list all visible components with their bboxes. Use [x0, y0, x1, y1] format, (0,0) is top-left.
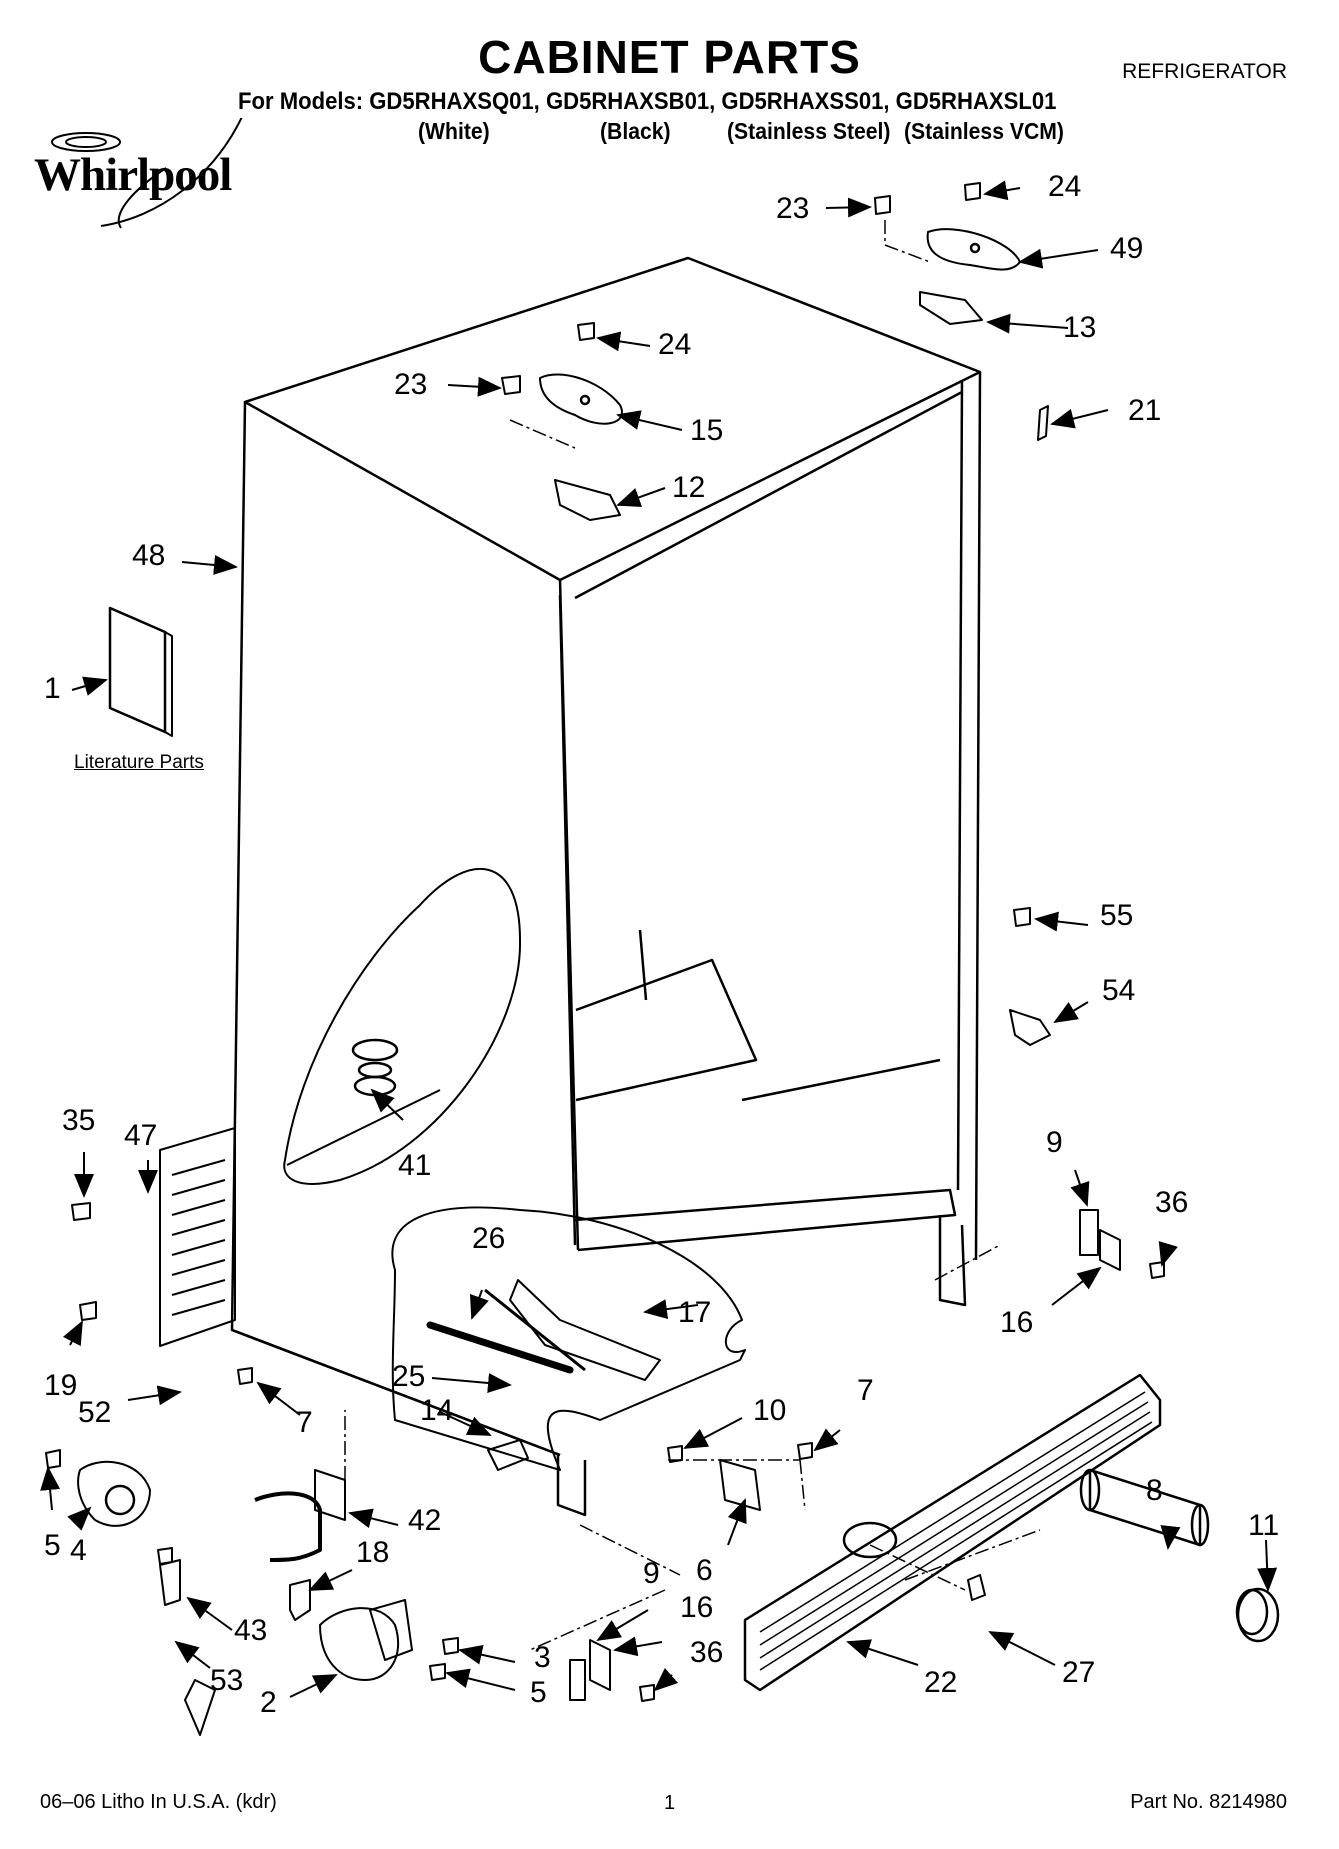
- callout-7: 7: [296, 1406, 313, 1439]
- callout-labels: 48 1 23 24 15 12 23 24 49 13 21 55 54 41…: [44, 170, 1279, 1719]
- callout-23: 23: [776, 192, 809, 225]
- callout-2: 2: [260, 1686, 277, 1719]
- callout-18: 18: [356, 1536, 389, 1569]
- callout-9: 9: [643, 1557, 660, 1590]
- callout-55: 55: [1100, 899, 1133, 932]
- callout-19: 19: [44, 1369, 77, 1402]
- callout-54: 54: [1102, 974, 1135, 1007]
- callout-16: 16: [680, 1591, 713, 1624]
- brand-logo: Whirlpool: [16, 107, 266, 238]
- callout-52: 52: [78, 1396, 111, 1429]
- callout-11: 11: [1248, 1509, 1279, 1542]
- callout-8: 8: [1146, 1474, 1163, 1507]
- literature-parts-label: Literature Parts: [74, 752, 204, 773]
- cabinet-body: [230, 256, 982, 1517]
- callout-17: 17: [678, 1296, 711, 1329]
- brand-wordmark: Whirlpool: [34, 149, 232, 201]
- callout-5: 5: [530, 1676, 547, 1709]
- callout-48: 48: [132, 539, 165, 572]
- callout-3: 3: [534, 1641, 551, 1674]
- callout-35: 35: [62, 1104, 95, 1137]
- callout-14: 14: [420, 1394, 453, 1427]
- page-title: CABINET PARTS: [478, 31, 861, 83]
- callout-25: 25: [392, 1360, 425, 1393]
- callout-4: 4: [70, 1534, 87, 1567]
- callout-27: 27: [1062, 1656, 1095, 1689]
- callout-53: 53: [210, 1664, 243, 1697]
- callout-42: 42: [408, 1504, 441, 1537]
- product-category: REFRIGERATOR: [1122, 60, 1287, 83]
- callout-13: 13: [1063, 311, 1096, 344]
- callout-9: 9: [1046, 1126, 1063, 1159]
- page-number: 1: [664, 1792, 676, 1814]
- callout-43: 43: [234, 1614, 267, 1647]
- callout-12: 12: [672, 471, 705, 504]
- callout-47: 47: [124, 1119, 157, 1152]
- callout-36: 36: [1155, 1186, 1188, 1219]
- part-number: Part No. 8214980: [1130, 1791, 1287, 1813]
- variant-stainless-vcm: (Stainless VCM): [904, 118, 1064, 144]
- callout-6: 6: [696, 1554, 713, 1587]
- callout-10: 10: [753, 1394, 786, 1427]
- callout-1: 1: [44, 672, 61, 705]
- callout-41: 41: [398, 1149, 431, 1182]
- callout-23: 23: [394, 368, 427, 401]
- callout-15: 15: [690, 414, 723, 447]
- callout-49: 49: [1110, 232, 1143, 265]
- callout-24: 24: [1048, 170, 1081, 203]
- callout-22: 22: [924, 1666, 957, 1699]
- variant-white: (White): [418, 118, 490, 144]
- callout-36: 36: [690, 1636, 723, 1669]
- variant-black: (Black): [600, 118, 671, 144]
- callout-7: 7: [857, 1374, 874, 1407]
- callout-5: 5: [44, 1529, 61, 1562]
- callout-16: 16: [1000, 1306, 1033, 1339]
- callout-26: 26: [472, 1222, 505, 1255]
- models-line: For Models: GD5RHAXSQ01, GD5RHAXSB01, GD…: [238, 88, 1057, 115]
- variant-stainless-steel: (Stainless Steel): [727, 118, 891, 144]
- callout-21: 21: [1128, 394, 1161, 427]
- print-info: 06–06 Litho In U.S.A. (kdr): [40, 1791, 277, 1813]
- callout-24: 24: [658, 328, 691, 361]
